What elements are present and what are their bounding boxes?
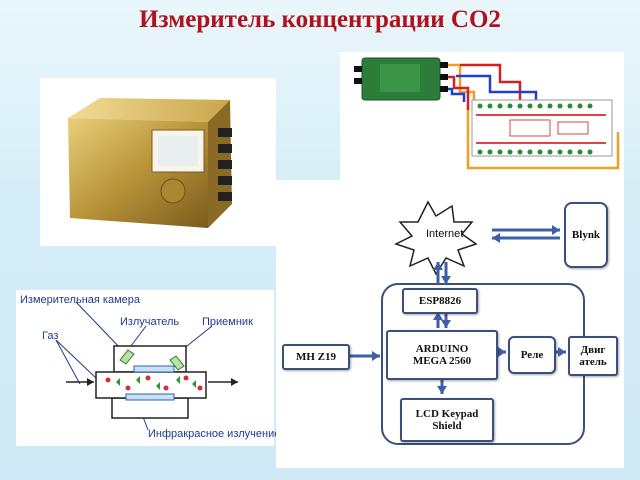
mh-label: МН Z19 (296, 351, 336, 363)
lcd-box: LCD Keypad Shield (400, 398, 494, 442)
sensor-photo (40, 78, 276, 246)
motor-label-line1: Двиг (581, 344, 606, 356)
wiring-diagram (340, 52, 624, 180)
chamber-diagram-panel: Измерительная камера Излучатель Приемник… (16, 290, 274, 446)
rele-box: Реле (508, 336, 556, 374)
arduino-label-line2: MEGA 2560 (413, 355, 471, 367)
wiring-photo-panel (340, 52, 624, 180)
arduino-box: ARDUINO MEGA 2560 (386, 330, 498, 380)
mh-box: МН Z19 (282, 344, 350, 370)
sensor-photo-panel (40, 78, 276, 246)
chamber-drawing (16, 290, 274, 446)
motor-box: Двиг атель (568, 336, 618, 376)
internet-label: Internet (426, 228, 463, 240)
slide-title: Измеритель концентрации CO2 (0, 6, 640, 34)
esp-box: ESP8826 (402, 288, 478, 314)
rele-label: Реле (521, 349, 544, 361)
esp-label: ESP8826 (419, 295, 461, 307)
lcd-label-line1: LCD Keypad (416, 408, 479, 420)
blynk-label: Blynk (572, 229, 600, 241)
blynk-box: Blynk (564, 202, 608, 268)
block-diagram-panel: Internet Blynk ESP8826 ARDUINO MEGA 2560… (276, 180, 624, 468)
lcd-label-line2: Shield (432, 420, 461, 432)
arduino-label-line1: ARDUINO (416, 343, 469, 355)
motor-label-line2: атель (579, 356, 607, 368)
